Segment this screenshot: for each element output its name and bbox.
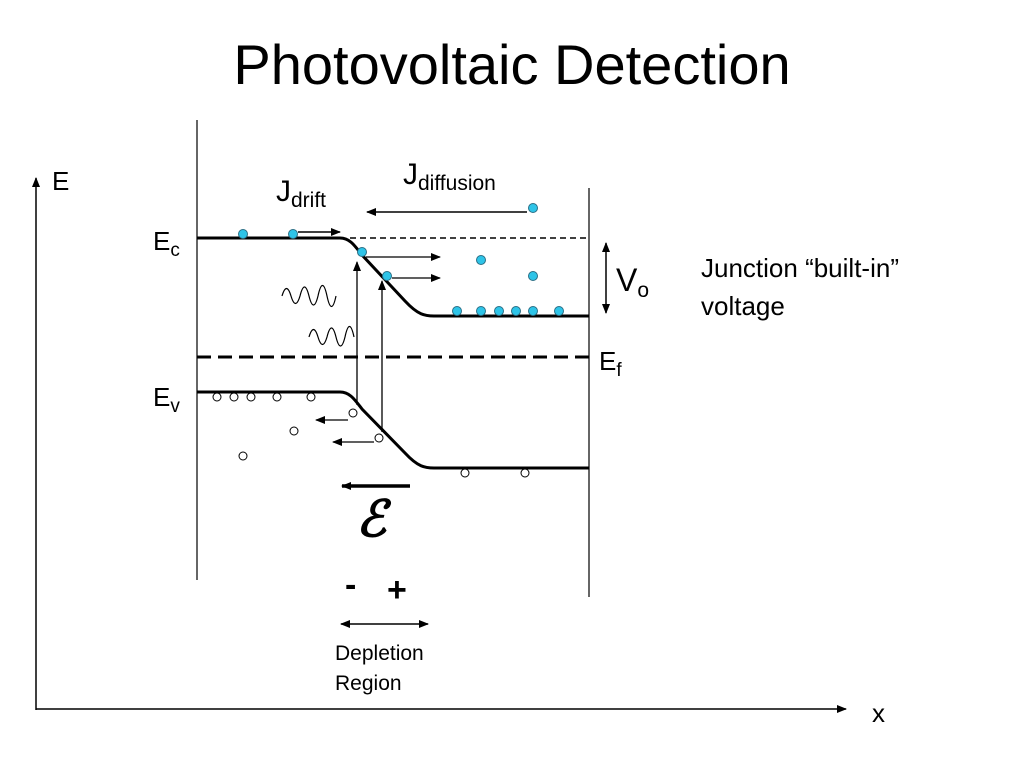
built-in-voltage-label: Vo [616, 262, 650, 302]
hole [374, 433, 384, 443]
built-in-note-line-1: Junction “built-in” [701, 253, 899, 283]
hole [289, 426, 299, 436]
electron [511, 306, 521, 316]
electron [528, 306, 538, 316]
hole [460, 468, 470, 478]
hole [272, 392, 282, 402]
hole [246, 392, 256, 402]
depletion-label-line-2: Region [335, 672, 402, 695]
diffusion-current-label: Jdiffusion [403, 158, 496, 196]
electron [476, 306, 486, 316]
electric-field-symbol: ℰ [356, 489, 387, 548]
electron [238, 229, 248, 239]
electron [494, 306, 504, 316]
electron [528, 203, 538, 213]
electron [357, 247, 367, 257]
hole [348, 408, 358, 418]
built-in-note-line-2: voltage [701, 291, 785, 321]
energy-axis-label: E [52, 166, 70, 196]
electron [554, 306, 564, 316]
hole [212, 392, 222, 402]
electron [452, 306, 462, 316]
fermi-level-label: Ef [599, 346, 622, 381]
hole [306, 392, 316, 402]
conduction-band-label: Ec [153, 226, 180, 261]
electron [288, 229, 298, 239]
hole [229, 392, 239, 402]
slide-title: Photovoltaic Detection [233, 33, 791, 96]
electrons [238, 203, 564, 316]
drift-current-label: Jdrift [276, 175, 327, 213]
hole [238, 451, 248, 461]
position-axis-label: x [872, 698, 885, 728]
electron [382, 271, 392, 281]
negative-charge-sign: - [345, 566, 357, 604]
valence-band-label: Ev [153, 382, 180, 417]
valence-band-edge [197, 390, 589, 470]
electron [528, 271, 538, 281]
photon-wave-2 [308, 325, 355, 347]
positive-charge-sign: + [387, 571, 407, 609]
depletion-label-line-1: Depletion [335, 642, 424, 665]
photon-wave-1 [281, 284, 337, 308]
electron [476, 255, 486, 265]
hole [520, 468, 530, 478]
holes [212, 392, 530, 478]
